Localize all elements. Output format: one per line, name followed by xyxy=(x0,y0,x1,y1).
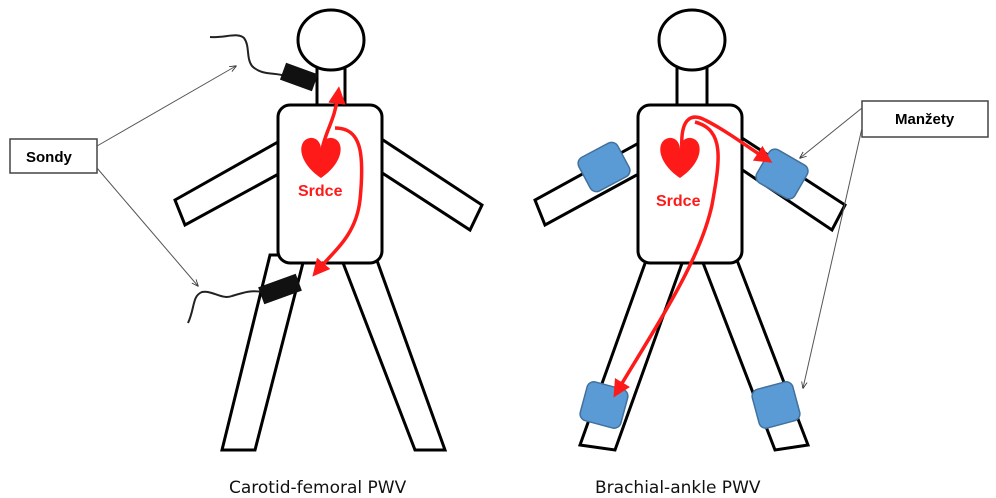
cuffs-leader-ankle xyxy=(803,128,862,388)
head xyxy=(298,10,364,70)
probes-label: Sondy xyxy=(26,149,72,166)
heart-label: Srdce xyxy=(298,183,343,200)
figure-brachial-ankle: Srdce xyxy=(535,10,845,450)
right-caption: Brachial-ankle PWV xyxy=(595,478,761,498)
right-leg xyxy=(340,255,445,450)
torso xyxy=(638,105,742,263)
head xyxy=(659,10,725,70)
probes-callout: Sondy xyxy=(10,66,236,286)
left-caption: Carotid-femoral PWV xyxy=(229,478,407,498)
cuffs-callout: Manžety xyxy=(800,101,988,388)
heart-label: Srdce xyxy=(656,193,701,210)
probes-leader-top xyxy=(97,66,236,146)
right-arm xyxy=(370,138,482,230)
cuffs-label: Manžety xyxy=(895,111,955,128)
probes-leader-bottom xyxy=(97,168,198,286)
figure-carotid-femoral: Srdce xyxy=(175,10,482,450)
cuffs-leader-arm xyxy=(800,108,862,158)
